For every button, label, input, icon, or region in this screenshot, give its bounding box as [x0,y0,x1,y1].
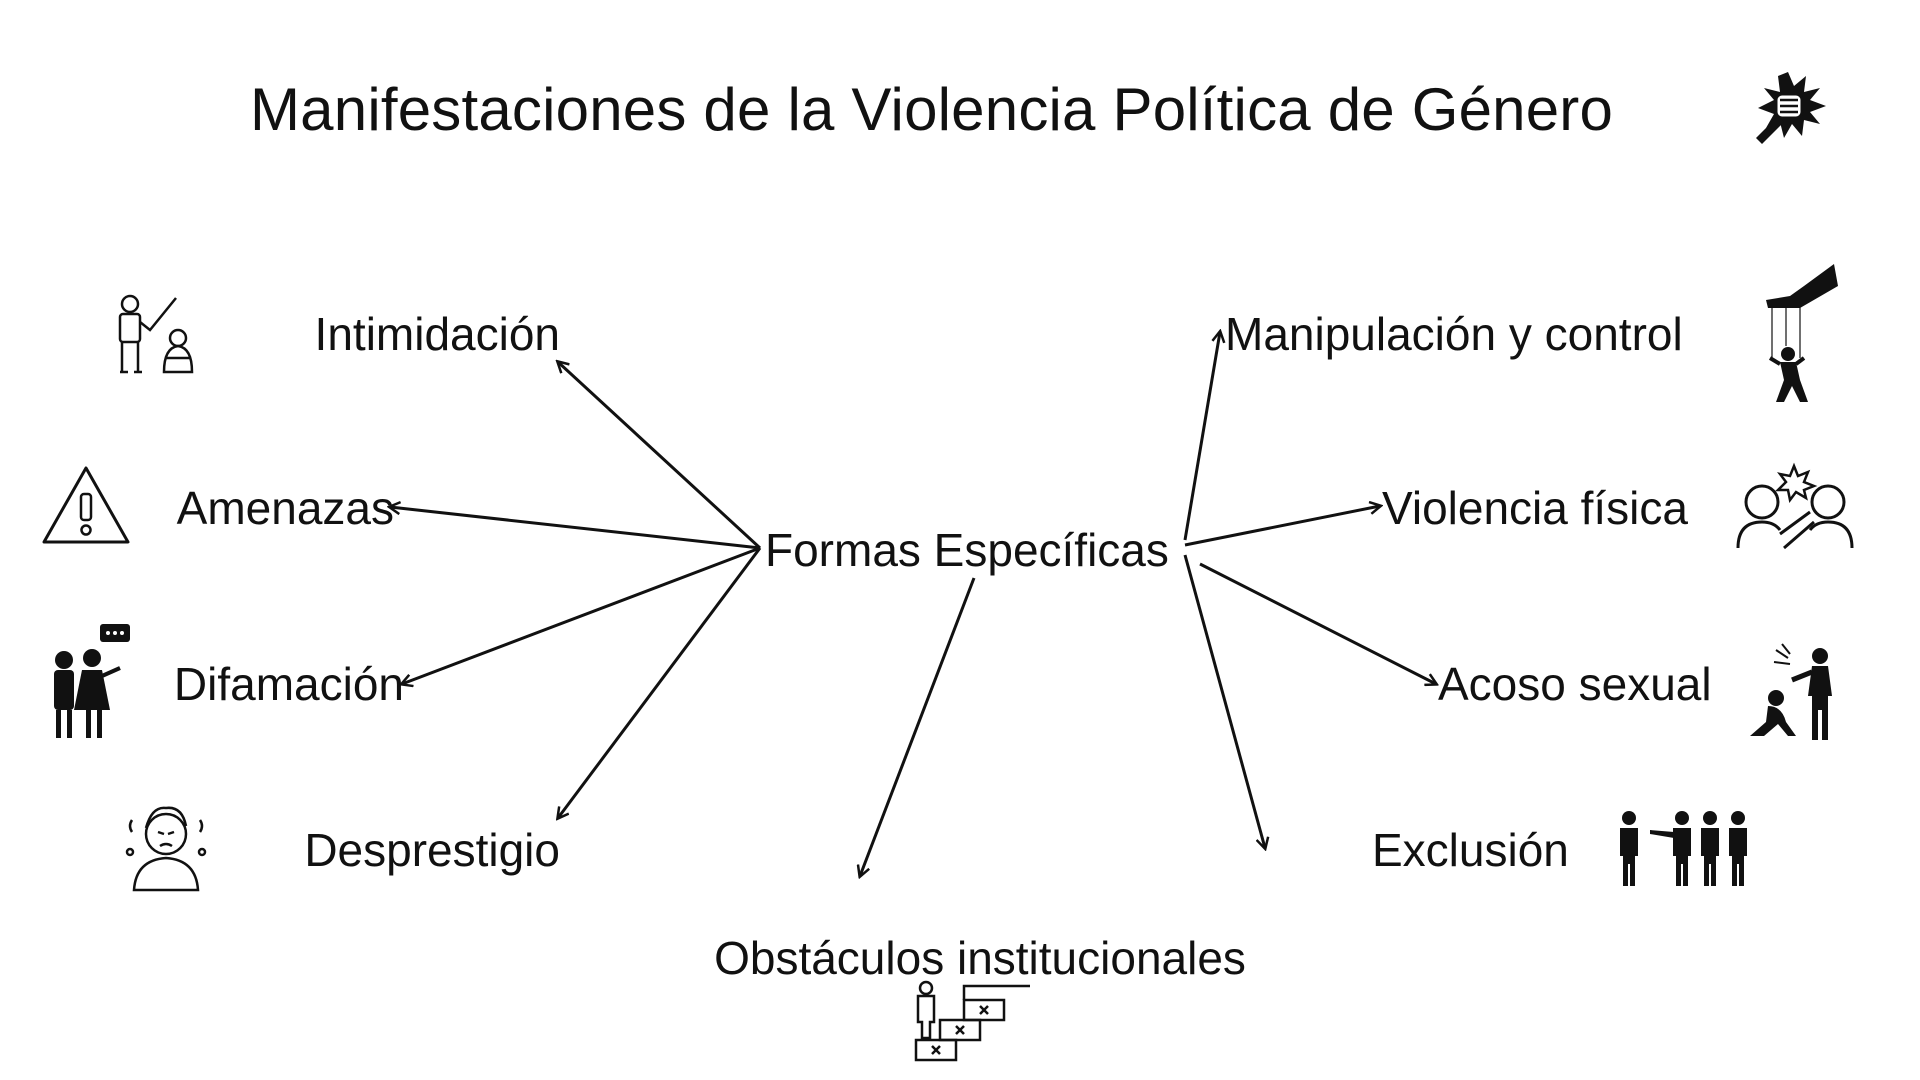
stressed-person-icon [125,806,207,892]
node-exclusion: Exclusión [1372,824,1569,876]
node-manipulacion: Manipulación y control [1225,308,1683,360]
intimidation-icon [118,294,194,374]
arrow-desprestigio [558,547,762,818]
arrow-intimidacion [558,362,762,550]
arrow-difamacion [402,546,761,684]
warning-icon [42,466,130,544]
arrow-exclusion [1183,554,1265,848]
node-desprestigio: Desprestigio [304,824,560,876]
node-acoso: Acoso sexual [1438,658,1712,710]
node-amenazas: Amenazas [176,482,394,534]
arrow-violencia-fisica [1184,506,1380,547]
blocked-stairs-icon [914,980,1030,1062]
node-intimidacion: Intimidación [314,308,560,360]
center-node: Formas Específicas [765,524,1169,576]
excluded-person-icon [1620,811,1747,886]
arrow-manipulacion [1183,332,1220,541]
page-title: Manifestaciones de la Violencia Política… [250,76,1614,143]
gossip-icon [54,624,130,738]
puppet-hand-icon [1766,264,1838,402]
node-difamacion: Difamación [173,658,404,710]
arrow-amenazas [390,507,761,550]
arrow-obstaculos [860,577,976,876]
fight-icon [1736,462,1854,550]
arrow-acoso [1199,562,1436,684]
node-obstaculos: Obstáculos institucionales [714,932,1246,984]
harassment-icon [1750,643,1832,740]
fist-punch-icon [1756,72,1826,144]
node-violencia-fisica: Violencia física [1382,482,1688,534]
